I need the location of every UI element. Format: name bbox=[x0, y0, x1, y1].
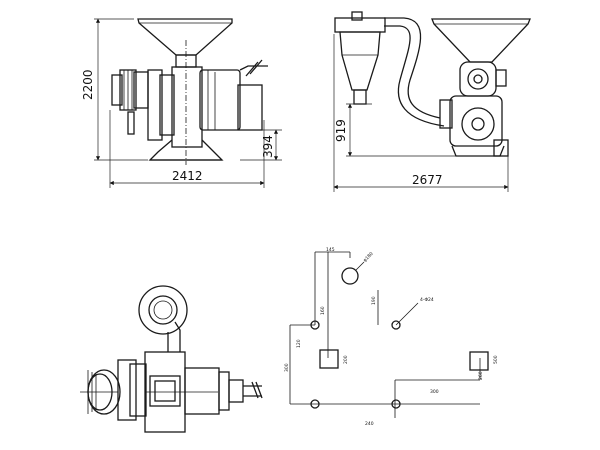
layout-dim-6: 300 bbox=[284, 363, 290, 372]
anchor-hole-1 bbox=[310, 320, 320, 330]
side-hopper bbox=[431, 18, 531, 63]
width-dim-label: 2412 bbox=[172, 169, 203, 183]
layout-dim-3: 120 bbox=[296, 339, 302, 348]
layout-square-2 bbox=[469, 351, 489, 371]
side-lower-body bbox=[449, 95, 503, 147]
plan-motor bbox=[184, 367, 220, 415]
side-upper-body bbox=[459, 61, 497, 97]
layout-dim-4: 4-Φ24 bbox=[420, 297, 434, 303]
foundation-layout: 145 φ180 160 120 4-Φ24 190 300 200 300 2… bbox=[284, 247, 499, 427]
layout-dim-11: 260 bbox=[478, 371, 484, 380]
side-width-dim-label: 2677 bbox=[412, 173, 443, 187]
plan-view bbox=[80, 285, 263, 433]
side-pipe bbox=[384, 17, 441, 119]
side-cyclone bbox=[339, 31, 381, 91]
layout-dim-9: 240 bbox=[365, 421, 374, 427]
height-dim-label: 2200 bbox=[81, 69, 95, 100]
anchor-hole-4 bbox=[391, 399, 401, 409]
side-base bbox=[451, 145, 505, 157]
front-hopper bbox=[137, 18, 233, 56]
layout-dim-5: 190 bbox=[371, 296, 377, 305]
inlet-dim-label: 919 bbox=[334, 119, 348, 142]
plan-cyclone bbox=[138, 285, 188, 335]
plan-duct bbox=[167, 321, 181, 352]
layout-main-hole bbox=[341, 267, 359, 285]
anchor-hole-2 bbox=[391, 320, 401, 330]
side-view: 919 2677 bbox=[333, 11, 531, 192]
anchor-hole-3 bbox=[310, 399, 320, 409]
layout-dim-2: 160 bbox=[320, 306, 326, 315]
front-pulley bbox=[111, 74, 123, 106]
layout-square-1 bbox=[319, 349, 339, 369]
plan-pulley bbox=[117, 359, 137, 421]
layout-dim-1: φ180 bbox=[362, 251, 375, 264]
layout-dim-10: 500 bbox=[493, 355, 499, 364]
front-body bbox=[171, 66, 203, 148]
layout-dim-8: 300 bbox=[430, 389, 439, 395]
front-view: 2200 2412 394 bbox=[81, 18, 282, 188]
foot-dim-label: 394 bbox=[261, 135, 275, 158]
layout-dim-7: 200 bbox=[343, 355, 349, 364]
layout-dim-0: 145 bbox=[326, 247, 335, 253]
